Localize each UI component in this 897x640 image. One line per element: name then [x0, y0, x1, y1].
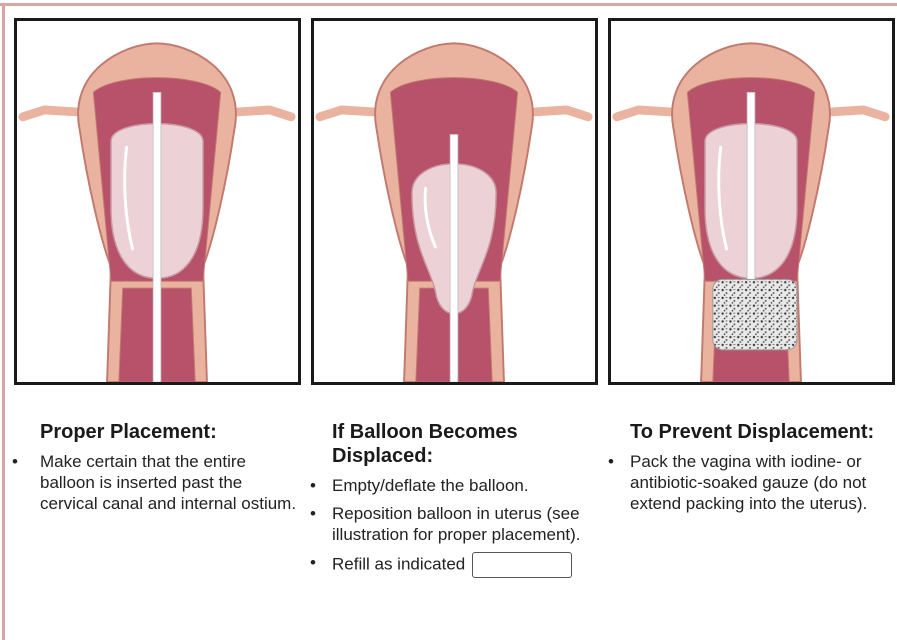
uterus-diagram-packing — [611, 21, 892, 382]
balloon-catheter — [450, 134, 458, 382]
fallopian-tube-right — [238, 110, 291, 117]
prevent-displacement-heading: To Prevent Displacement: — [630, 420, 892, 444]
bullet: • — [310, 475, 316, 496]
list-item: • Reposition balloon in uterus (see illu… — [332, 503, 600, 545]
prevent-displacement-list: • Pack the vagina with iodine- or antibi… — [630, 451, 892, 514]
prevent-displacement-section: To Prevent Displacement: • Pack the vagi… — [630, 420, 892, 521]
illustration-prevent-displacement — [608, 18, 895, 385]
balloon-catheter — [747, 92, 755, 288]
fallopian-tube-left — [23, 110, 76, 117]
proper-placement-section: Proper Placement: • Make certain that th… — [40, 420, 300, 521]
list-item-text: Pack the vagina with iodine- or antibiot… — [630, 452, 867, 513]
fallopian-tube-right — [832, 110, 885, 117]
list-item: • Pack the vagina with iodine- or antibi… — [630, 451, 892, 514]
list-item-text: Reposition balloon in uterus (see illust… — [332, 504, 581, 544]
list-item-text: Refill as indicated — [332, 554, 465, 573]
refill-volume-field[interactable] — [472, 552, 572, 578]
uterus-diagram-displaced — [314, 21, 595, 382]
balloon-catheter — [153, 92, 161, 382]
frame-left-border — [2, 3, 5, 640]
list-item-text: Make certain that the entire balloon is … — [40, 452, 296, 513]
frame-top-border — [0, 3, 897, 6]
bullet: • — [310, 503, 316, 524]
displaced-list: • Empty/deflate the balloon. • Repositio… — [332, 475, 600, 578]
displaced-heading: If Balloon Becomes Displaced: — [332, 420, 600, 468]
gauze-packing — [713, 279, 797, 349]
uterus-diagram-proper — [17, 21, 298, 382]
list-item: • Refill as indicated — [332, 552, 600, 578]
bullet: • — [310, 552, 316, 573]
displaced-section: If Balloon Becomes Displaced: • Empty/de… — [332, 420, 600, 585]
illustration-proper-placement — [14, 18, 301, 385]
proper-placement-list: • Make certain that the entire balloon i… — [40, 451, 300, 514]
fallopian-tube-left — [617, 110, 670, 117]
bullet: • — [608, 451, 614, 472]
list-item: • Make certain that the entire balloon i… — [40, 451, 300, 514]
illustration-balloon-displaced — [311, 18, 598, 385]
bullet: • — [12, 451, 18, 472]
list-item-text: Empty/deflate the balloon. — [332, 476, 529, 495]
list-item: • Empty/deflate the balloon. — [332, 475, 600, 496]
fallopian-tube-left — [320, 110, 373, 117]
proper-placement-heading: Proper Placement: — [40, 420, 300, 444]
fallopian-tube-right — [535, 110, 588, 117]
